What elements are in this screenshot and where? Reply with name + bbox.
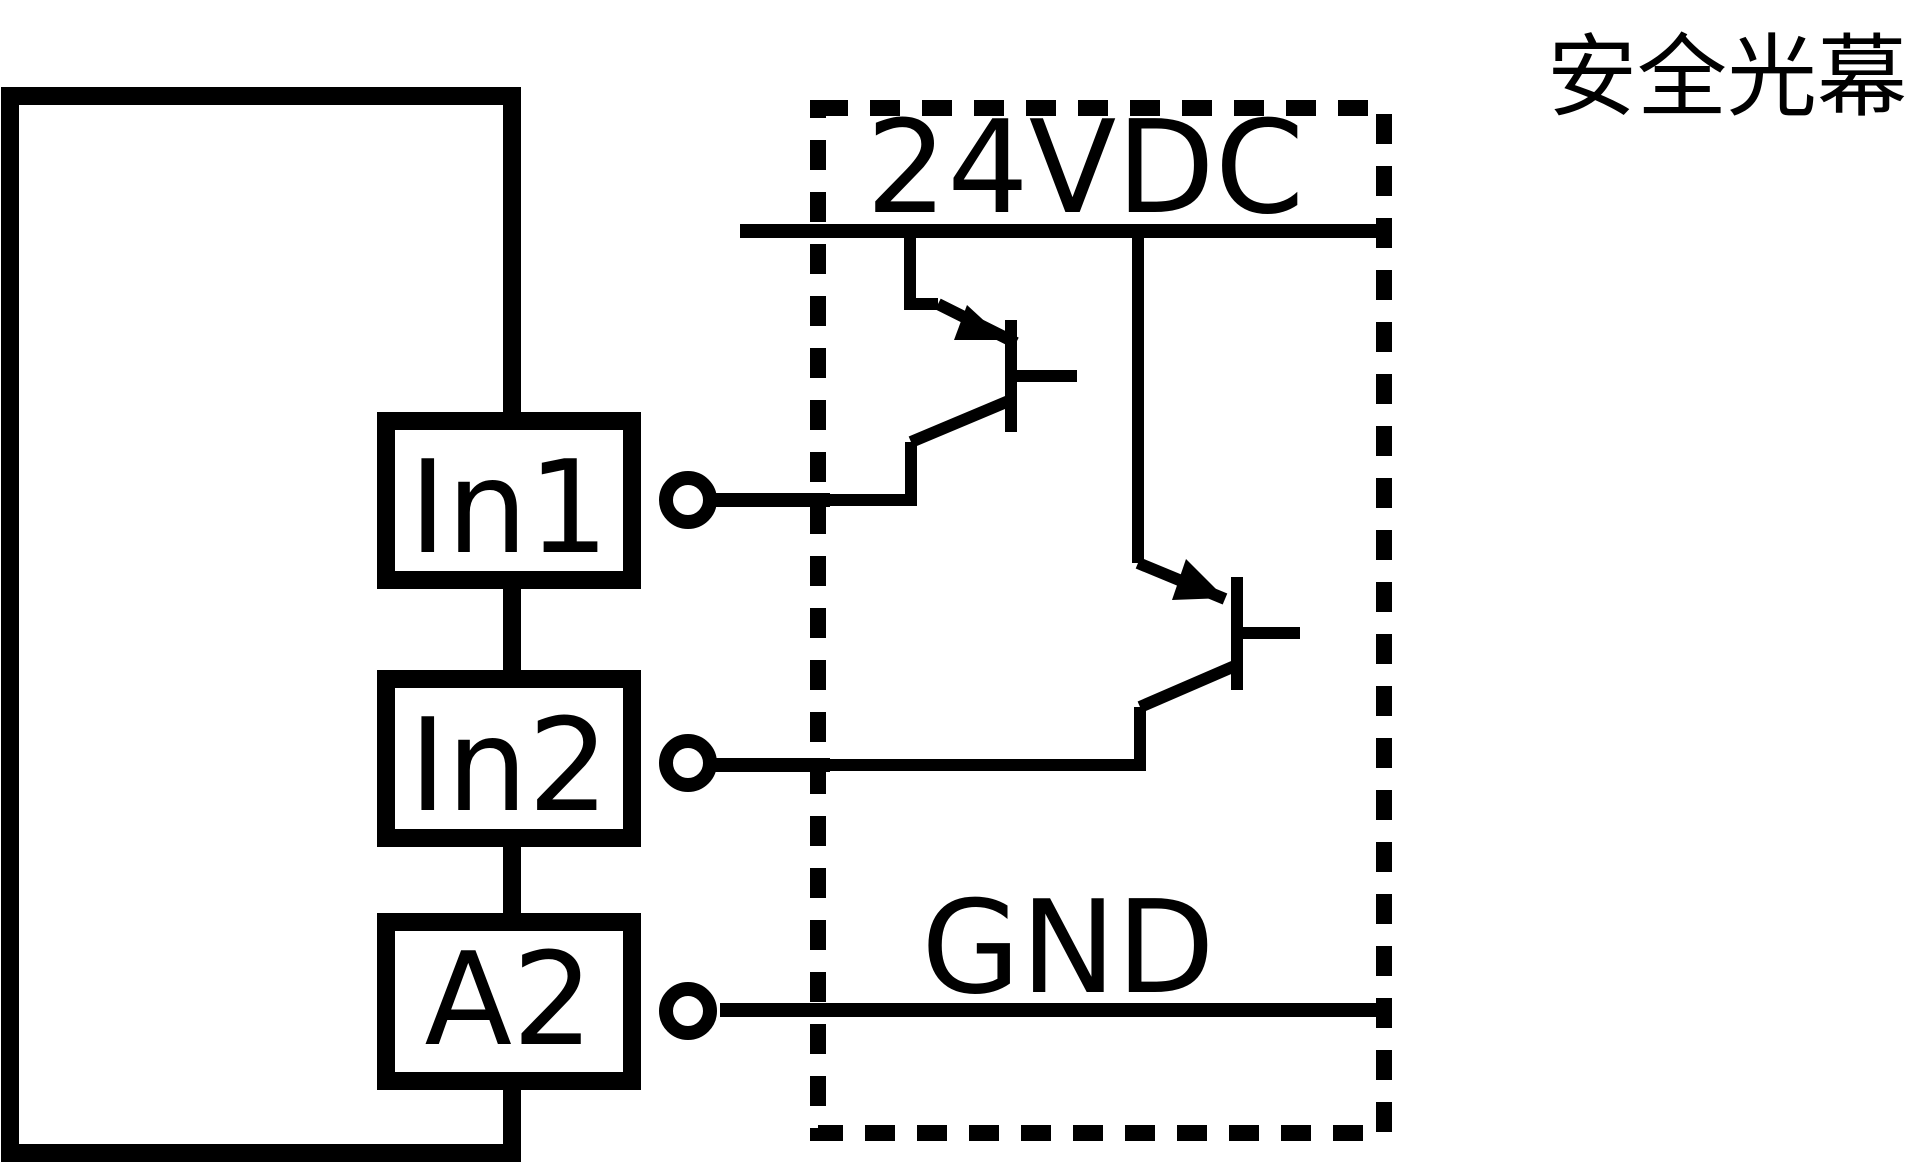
output-wire-in1 [659, 471, 830, 529]
transistor-2-emitter-arrow [1172, 559, 1225, 600]
output-transistor-1 [720, 238, 1077, 506]
terminal-label-in2: In2 [409, 692, 609, 841]
transistor-1-emitter-arrow [954, 305, 1005, 340]
ground-label: GND [921, 874, 1215, 1023]
terminal-block-a2: A2 [377, 913, 641, 1090]
connector-in2-icon [659, 734, 717, 792]
connector-a2-icon [659, 982, 717, 1040]
supply-label: 24VDC [866, 94, 1304, 243]
unit-enclosure [810, 100, 1392, 1141]
terminal-block-in2: In2 [377, 670, 641, 847]
terminal-block-in1: In1 [377, 412, 641, 589]
terminal-label-in1: In1 [409, 434, 609, 583]
diagram-title: 安全光幕 [1547, 25, 1907, 130]
ground-wire-a2 [659, 982, 717, 1040]
connector-in1-icon [659, 471, 717, 529]
terminal-label-a2: A2 [425, 926, 594, 1075]
return-loop-wire [1, 87, 521, 1162]
output-wire-in2 [659, 734, 830, 792]
